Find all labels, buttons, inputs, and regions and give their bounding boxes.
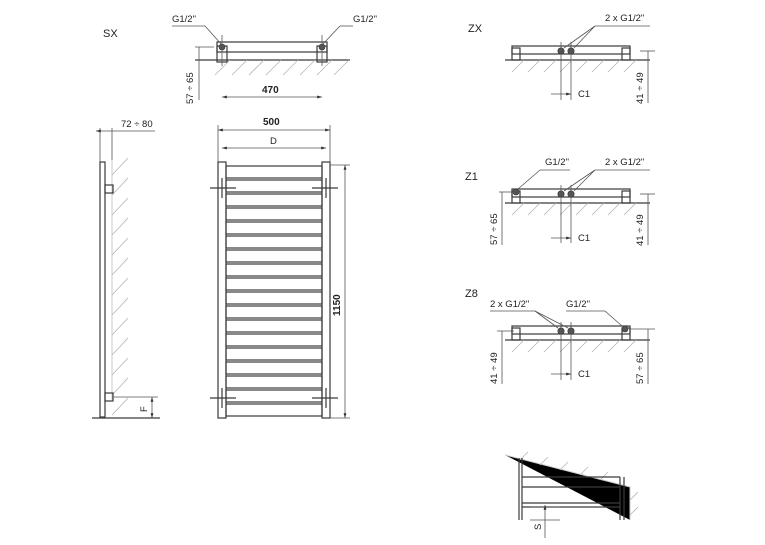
z8-view: Z8 2 x G1/2" G1/2" C1 41 ÷ 49 xyxy=(465,288,655,384)
detail-hatch xyxy=(519,451,639,516)
dim-41-49-z1: 41 ÷ 49 xyxy=(635,214,646,246)
label-g12-z8: G1/2" xyxy=(566,299,590,310)
view-label-sx: SX xyxy=(103,28,118,40)
wall-hatch-zx xyxy=(511,59,637,73)
dim-41-49-z8: 41 ÷ 49 xyxy=(489,352,500,384)
dim-D: D xyxy=(270,136,277,147)
label-g12-left: G1/2" xyxy=(172,14,196,25)
zx-view: ZX 2 x G1/2" C1 41 ÷ 49 xyxy=(468,13,655,104)
view-label-z8: Z8 xyxy=(465,288,478,300)
wall-hatch-side xyxy=(111,157,129,416)
dim-F: F xyxy=(139,406,150,412)
sx-top-view: SX G1/2" G1/2" 57 ÷ 65 xyxy=(103,14,377,104)
label-g12-right: G1/2" xyxy=(353,14,377,25)
view-label-zx: ZX xyxy=(468,23,483,35)
front-view: 500 D 1150 xyxy=(210,117,350,419)
z1-view: Z1 G1/2" 2 x G1/2" C1 57 ÷ 65 xyxy=(465,157,655,246)
label-2xg12-zx: 2 x G1/2" xyxy=(605,13,644,24)
label-2xg12-z1: 2 x G1/2" xyxy=(605,157,644,168)
radiator-slats xyxy=(225,165,323,417)
dim-57-65-z8: 57 ÷ 65 xyxy=(635,352,646,384)
dim-1150: 1150 xyxy=(332,294,343,316)
side-view: 72 ÷ 80 F xyxy=(92,119,160,419)
dim-S: S xyxy=(533,524,544,530)
view-label-z1: Z1 xyxy=(465,171,478,183)
dim-41-49-zx: 41 ÷ 49 xyxy=(635,72,646,104)
wall-hatch-z1 xyxy=(511,202,637,216)
dim-C1-z1: C1 xyxy=(578,233,590,244)
label-g12-z1: G1/2" xyxy=(545,157,569,168)
dim-57-65-z1: 57 ÷ 65 xyxy=(489,213,500,245)
wall-hatch-z8 xyxy=(511,339,637,353)
wall-hatch-sx-top xyxy=(214,59,350,76)
dim-72-80: 72 ÷ 80 xyxy=(121,119,153,130)
dim-500: 500 xyxy=(263,117,280,128)
bottom-detail-view: S xyxy=(504,451,639,538)
dim-C1-z8: C1 xyxy=(578,369,590,380)
mount-crosses xyxy=(210,178,338,408)
label-2xg12-z8: 2 x G1/2" xyxy=(490,299,529,310)
dim-470: 470 xyxy=(262,85,279,96)
dim-C1-zx: C1 xyxy=(578,89,590,100)
dim-57-65: 57 ÷ 65 xyxy=(185,72,196,104)
